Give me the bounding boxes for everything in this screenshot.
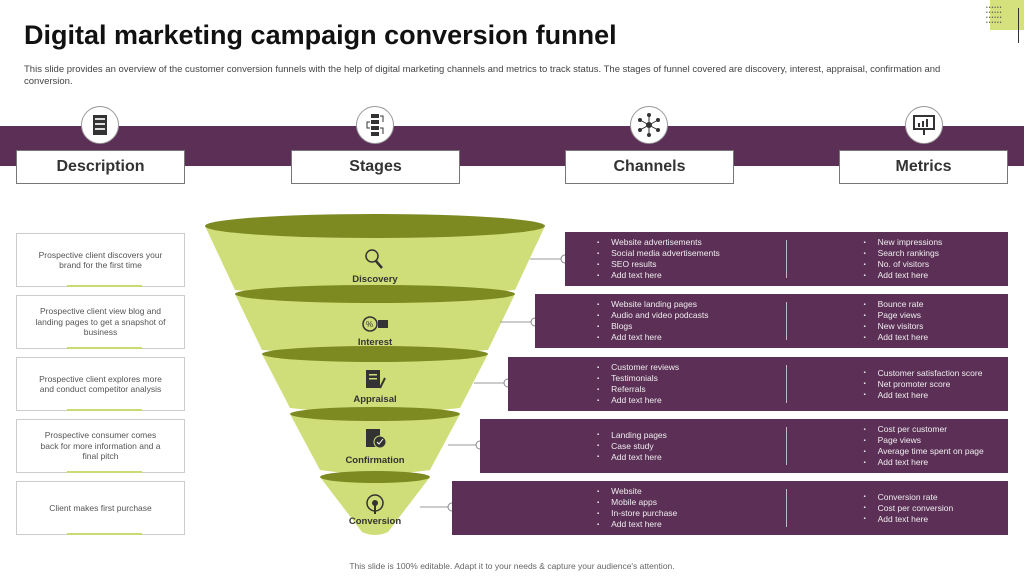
document-pen-icon — [366, 370, 386, 389]
channels-list: WebsiteMobile appsIn-store purchaseAdd t… — [452, 486, 786, 530]
metrics-list-item: Add text here — [863, 390, 1008, 401]
channel-metric-row: Website advertisementsSocial media adver… — [565, 232, 1008, 286]
stage-label: Appraisal — [353, 394, 397, 405]
column-divider — [786, 489, 788, 527]
metrics-list: New impressionsSearch rankingsNo. of vis… — [787, 237, 1008, 281]
description-box: Client makes first purchase — [16, 481, 185, 535]
svg-text:%: % — [366, 320, 373, 329]
channels-list-item: Add text here — [597, 452, 786, 463]
stage-label: Confirmation — [345, 455, 405, 466]
description-box: Prospective client view blog and landing… — [16, 295, 185, 349]
metrics-list-item: New visitors — [863, 321, 1008, 332]
channels-list-item: Add text here — [597, 332, 786, 343]
channel-metric-row: Landing pagesCase studyAdd text hereCost… — [480, 419, 1008, 473]
metrics-list: Customer satisfaction scoreNet promoter … — [787, 368, 1008, 401]
channels-list-item: Mobile apps — [597, 497, 786, 508]
header-metrics: Metrics — [839, 150, 1008, 184]
stage-label: Discovery — [352, 274, 398, 285]
channels-list-item: Website — [597, 486, 786, 497]
column-divider — [786, 302, 788, 340]
channels-list: Website landing pagesAudio and video pod… — [535, 299, 786, 343]
channels-list-item: Audio and video podcasts — [597, 310, 786, 321]
header-channels: Channels — [565, 150, 734, 184]
channels-list: Website advertisementsSocial media adver… — [565, 237, 786, 281]
channels-list-item: Add text here — [597, 395, 786, 406]
metrics-list-item: Add text here — [863, 332, 1008, 343]
metrics-list-item: Cost per customer — [863, 424, 1008, 435]
column-divider — [786, 427, 788, 465]
channels-list-item: Website advertisements — [597, 237, 786, 248]
column-divider — [786, 365, 788, 403]
dots-decoration: •••••••••••••••••••••••• — [986, 5, 1003, 26]
channels-list-item: In-store purchase — [597, 508, 786, 519]
header-stages: Stages — [291, 150, 460, 184]
search-icon — [365, 249, 383, 269]
column-divider — [786, 240, 788, 278]
metrics-list-item: Add text here — [863, 270, 1008, 281]
metrics-list-item: Bounce rate — [863, 299, 1008, 310]
channels-list-item: Case study — [597, 441, 786, 452]
presentation-chart-icon — [905, 106, 943, 144]
metrics-list-item: Customer satisfaction score — [863, 368, 1008, 379]
metrics-list-item: No. of visitors — [863, 259, 1008, 270]
stage-label: Conversion — [348, 516, 402, 527]
page-title: Digital marketing campaign conversion fu… — [24, 20, 617, 50]
funnel-layer-interest — [235, 285, 515, 355]
percent-tag-icon: % — [362, 316, 388, 332]
corner-line — [1018, 8, 1019, 43]
server-document-icon — [81, 106, 119, 144]
channels-list-item: Add text here — [597, 519, 786, 530]
metrics-list-item: Conversion rate — [863, 492, 1008, 503]
metrics-list-item: Search rankings — [863, 248, 1008, 259]
description-box: Prospective client discovers your brand … — [16, 233, 185, 287]
channels-list-item: Referrals — [597, 384, 786, 395]
channels-list-item: Blogs — [597, 321, 786, 332]
metrics-list-item: New impressions — [863, 237, 1008, 248]
description-box: Prospective consumer comes back for more… — [16, 419, 185, 473]
metrics-list-item: Cost per conversion — [863, 503, 1008, 514]
channel-metric-row: Customer reviewsTestimonialsReferralsAdd… — [508, 357, 1008, 411]
network-hub-icon — [630, 106, 668, 144]
channel-metric-row: WebsiteMobile appsIn-store purchaseAdd t… — [452, 481, 1008, 535]
process-flow-icon — [356, 106, 394, 144]
metrics-list: Cost per customerPage viewsAverage time … — [787, 424, 1008, 468]
channels-list-item: Testimonials — [597, 373, 786, 384]
metrics-list-item: Page views — [863, 435, 1008, 446]
metrics-list-item: Add text here — [863, 514, 1008, 525]
channels-list-item: Social media advertisements — [597, 248, 786, 259]
metrics-list-item: Average time spent on page — [863, 446, 1008, 457]
metrics-list-item: Net promoter score — [863, 379, 1008, 390]
channel-metric-row: Website landing pagesAudio and video pod… — [535, 294, 1008, 348]
stage-label: Interest — [357, 337, 393, 348]
footer-note: This slide is 100% editable. Adapt it to… — [349, 561, 675, 571]
channels-list-item: Customer reviews — [597, 362, 786, 373]
metrics-list-item: Page views — [863, 310, 1008, 321]
target-icon — [366, 494, 384, 514]
channels-list-item: Website landing pages — [597, 299, 786, 310]
channels-list: Landing pagesCase studyAdd text here — [480, 430, 786, 463]
channels-list-item: Landing pages — [597, 430, 786, 441]
description-box: Prospective client explores more and con… — [16, 357, 185, 411]
metrics-list: Conversion rateCost per conversionAdd te… — [787, 492, 1008, 525]
metrics-list-item: Add text here — [863, 457, 1008, 468]
channels-list: Customer reviewsTestimonialsReferralsAdd… — [508, 362, 786, 406]
document-check-icon — [366, 429, 387, 449]
header-description: Description — [16, 150, 185, 184]
metrics-list: Bounce ratePage viewsNew visitorsAdd tex… — [787, 299, 1008, 343]
page-subtitle: This slide provides an overview of the c… — [24, 64, 941, 87]
channels-list-item: Add text here — [597, 270, 786, 281]
channels-list-item: SEO results — [597, 259, 786, 270]
